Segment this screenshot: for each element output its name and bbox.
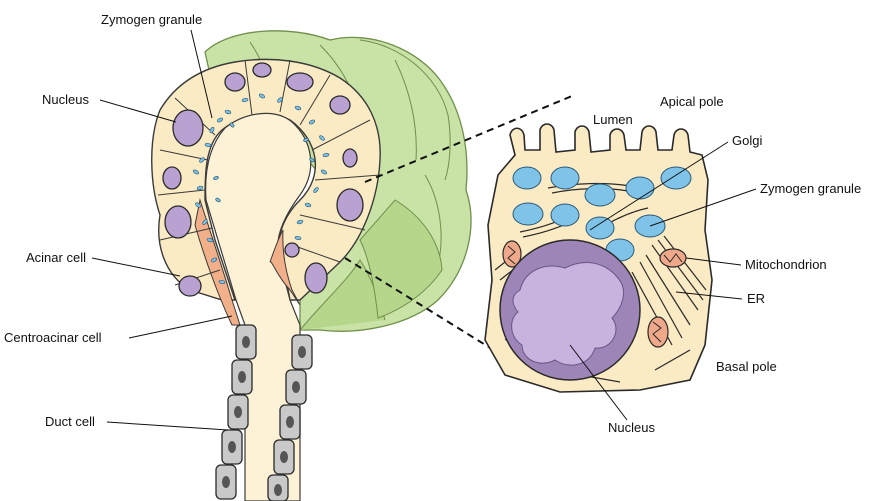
label-acinar-cell: Acinar cell: [26, 250, 86, 265]
label-nucleus-left: Nucleus: [42, 92, 89, 107]
label-apical-pole: Apical pole: [660, 94, 724, 109]
label-golgi: Golgi: [732, 133, 762, 148]
label-lumen: Lumen: [593, 112, 633, 127]
label-zymogen-granule-right: Zymogen granule: [760, 181, 861, 196]
label-duct-cell: Duct cell: [45, 414, 95, 429]
acinus: [152, 31, 471, 501]
label-er: ER: [747, 291, 765, 306]
label-basal-pole: Basal pole: [716, 359, 777, 374]
leader-centroacinar-cell: [129, 316, 232, 338]
label-zymogen-granule-left: Zymogen granule: [101, 12, 202, 27]
acinar-cell-detail: [485, 124, 712, 392]
detail-nucleus: [500, 240, 640, 380]
label-centroacinar-cell: Centroacinar cell: [4, 330, 102, 345]
leader-duct-cell: [107, 422, 228, 430]
label-mitochondrion: Mitochondrion: [745, 257, 827, 272]
label-nucleus-right: Nucleus: [608, 420, 655, 435]
